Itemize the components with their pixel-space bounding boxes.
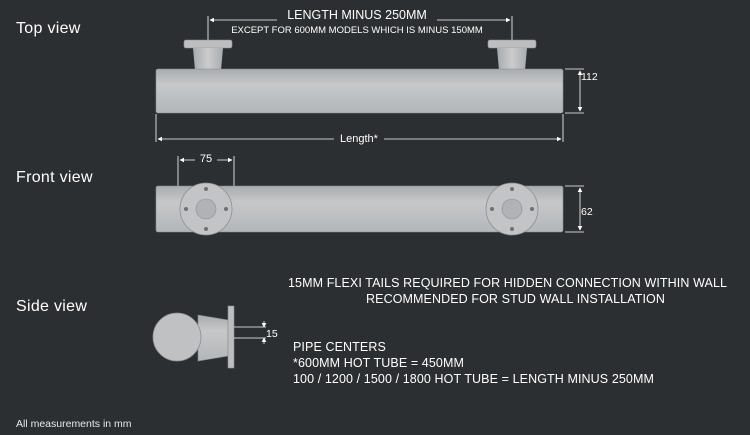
flexi-note-line1: 15MM FLEXI TAILS REQUIRED FOR HIDDEN CON… <box>288 276 728 290</box>
side-tube-end <box>152 312 202 362</box>
pipe-centers-line1: *600MM HOT TUBE = 450MM <box>293 356 464 370</box>
front-view-label: Front view <box>16 169 93 186</box>
length-minus-label: LENGTH MINUS 250MM <box>287 8 427 22</box>
top-view-drawing: LENGTH MINUS 250MM EXCEPT FOR 600MM MODE… <box>155 8 598 145</box>
side-view-label: Side view <box>16 298 88 315</box>
height-front-label: 62 <box>581 206 593 218</box>
length-label: Length* <box>340 133 379 145</box>
front-view-drawing: 75 62 <box>155 152 593 236</box>
left-flange <box>183 39 233 49</box>
pipe-centers-title: PIPE CENTERS <box>293 340 386 354</box>
left-stem <box>193 48 223 70</box>
height-top-label: 112 <box>581 71 598 83</box>
measurements-footer: All measurements in mm <box>16 418 132 430</box>
side-pipe-label: 15 <box>266 328 278 340</box>
side-flange <box>227 305 235 369</box>
right-stem <box>497 48 527 70</box>
front-tube <box>155 185 564 233</box>
side-stem <box>197 314 229 362</box>
flexi-note-line2: RECOMMENDED FOR STUD WALL INSTALLATION <box>366 292 665 306</box>
top-view-label: Top view <box>16 20 81 37</box>
right-flange <box>487 39 537 49</box>
flange-spacing-label: 75 <box>200 153 212 165</box>
side-view-drawing: 15 <box>152 305 278 369</box>
except-note-label: EXCEPT FOR 600MM MODELS WHICH IS MINUS 1… <box>231 25 483 36</box>
pipe-centers-line2: 100 / 1200 / 1500 / 1800 HOT TUBE = LENG… <box>293 372 655 386</box>
top-tube <box>155 68 564 114</box>
